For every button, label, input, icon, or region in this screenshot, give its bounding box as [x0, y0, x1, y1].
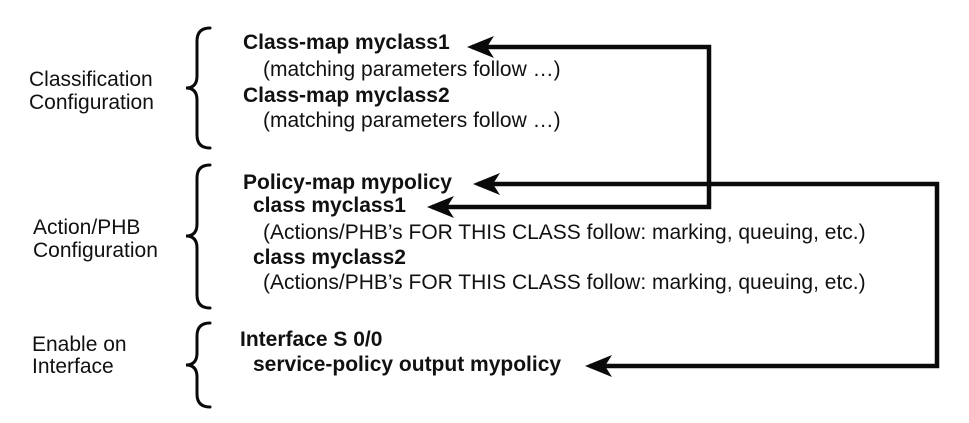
- label-classification-line1: Classification: [29, 68, 153, 91]
- label-enable-on-interface: Enable on Interface: [32, 334, 127, 378]
- arrowhead-at-class1: [427, 196, 454, 218]
- label-enable-line2: Interface: [32, 355, 114, 378]
- arrowhead-at-policymap: [473, 173, 500, 195]
- code-class-map-myclass1: Class-map myclass1: [243, 31, 450, 54]
- code-interface-s0-0: Interface S 0/0: [240, 328, 383, 351]
- arrowhead-at-servicepolicy: [585, 355, 612, 377]
- code-policy-map-mypolicy: Policy-map mypolicy: [243, 171, 452, 194]
- label-action-phb-line2: Configuration: [33, 239, 158, 262]
- code-actions-phb-2: (Actions/PHB’s FOR THIS CLASS follow: ma…: [263, 271, 866, 294]
- code-matching-parameters-2: (matching parameters follow …): [263, 109, 561, 132]
- label-classification-line2: Configuration: [29, 91, 154, 114]
- code-service-policy-output-mypolicy: service-policy output mypolicy: [253, 353, 562, 376]
- code-class-myclass2: class myclass2: [253, 246, 406, 269]
- brace-action-phb: [185, 163, 212, 310]
- code-class-myclass1: class myclass1: [253, 194, 406, 217]
- arrowhead-at-classmap1: [467, 36, 494, 58]
- label-action-phb-line1: Action/PHB: [33, 216, 141, 239]
- code-matching-parameters-1: (matching parameters follow …): [263, 58, 561, 81]
- label-action-phb-configuration: Action/PHB Configuration: [33, 216, 158, 262]
- label-enable-line1: Enable on: [32, 333, 127, 356]
- brace-enable-interface: [185, 321, 212, 409]
- brace-classification: [185, 26, 212, 150]
- label-classification-configuration: Classification Configuration: [29, 68, 154, 114]
- code-actions-phb-1: (Actions/PHB’s FOR THIS CLASS follow: ma…: [263, 221, 866, 244]
- code-class-map-myclass2: Class-map myclass2: [243, 84, 450, 107]
